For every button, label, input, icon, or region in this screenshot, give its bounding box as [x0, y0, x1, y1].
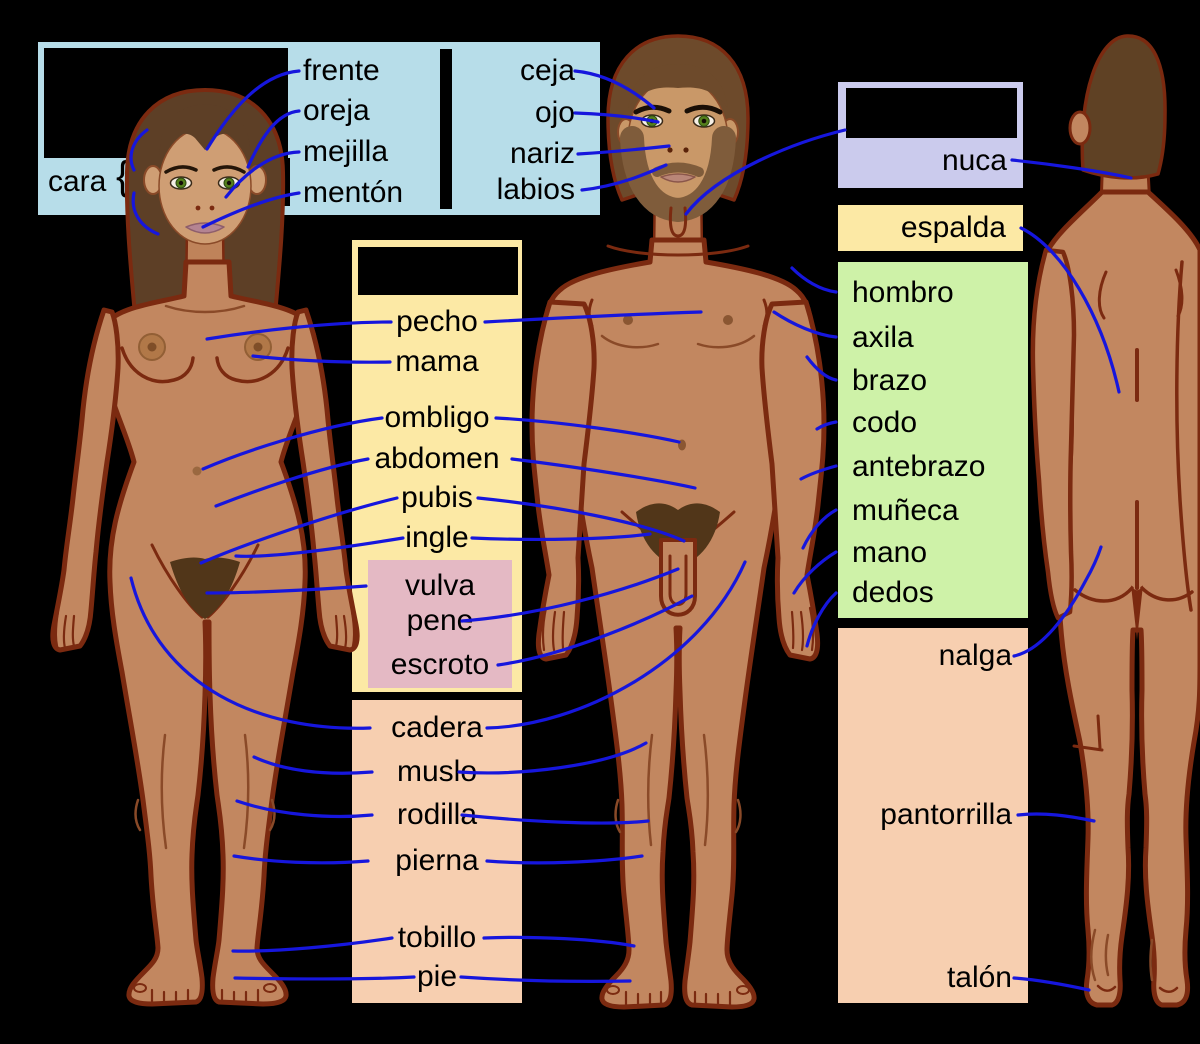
line-pantorrilla [1016, 812, 1096, 823]
label-labios: labios [496, 173, 575, 206]
nuca-box: nuca [838, 82, 1023, 188]
label-dedos: dedos [852, 576, 934, 609]
line-vulva [205, 584, 368, 595]
label-cadera: cadera [391, 711, 483, 744]
line-brazo [805, 355, 838, 382]
label-axila: axila [852, 321, 914, 354]
female-figure [50, 88, 360, 1007]
label-mano: mano [852, 536, 928, 569]
line-cadera-l [129, 576, 372, 730]
line-espalda [1019, 226, 1121, 394]
redacted-box [846, 88, 1017, 138]
label-hombro: hombro [852, 276, 954, 309]
line-pierna-l [232, 854, 370, 865]
genital-labels-box: vulva pene escroto [368, 560, 512, 688]
line-cuello [684, 128, 847, 216]
label-ingle: ingle [405, 521, 469, 554]
label-muslo: muslo [396, 755, 478, 788]
label-tobillo: tobillo [397, 921, 477, 954]
label-nuca: nuca [941, 144, 1007, 177]
label-cara: cara [48, 165, 107, 198]
face-labels-box: cara { frente oreja mejilla mentón ceja … [38, 42, 600, 215]
label-frente: frente [303, 54, 380, 87]
label-ombligo: ombligo [384, 401, 490, 434]
label-antebrazo: antebrazo [852, 450, 986, 483]
line-dedos [805, 591, 838, 648]
label-pantorrilla: pantorrilla [880, 798, 1012, 831]
label-talon: talón [946, 961, 1012, 994]
male-eyes [640, 114, 716, 128]
leg-labels-box: cadera muslo rodilla pierna tobillo pie [352, 700, 522, 1003]
label-mama: mama [395, 345, 479, 378]
label-pene: pene [406, 604, 474, 637]
label-muneca: muñeca [852, 494, 959, 527]
label-vulva: vulva [404, 569, 476, 602]
line-hombro [790, 266, 838, 294]
label-ojo: ojo [534, 96, 575, 129]
line-abdomen-l [214, 457, 370, 508]
label-mejilla: mejilla [303, 135, 389, 168]
label-espalda: espalda [900, 211, 1006, 244]
line-mano [792, 550, 838, 595]
redacted-box [358, 247, 518, 295]
line-nuca [1010, 158, 1133, 180]
label-pecho: pecho [396, 305, 478, 338]
label-pie: pie [416, 960, 458, 993]
espalda-box: espalda [838, 205, 1023, 251]
label-oreja: oreja [303, 94, 370, 127]
line-muneca [801, 508, 838, 550]
line-abdomen-r [510, 457, 697, 490]
label-rodilla: rodilla [396, 798, 478, 831]
label-brazo: brazo [852, 364, 928, 397]
line-axila [772, 310, 838, 339]
cara-brace: { [116, 154, 130, 198]
label-pierna: pierna [395, 844, 479, 877]
line-codo [815, 420, 838, 431]
column-divider [440, 49, 452, 209]
line-ombligo-r [494, 416, 681, 444]
line-cadera-r [485, 560, 747, 730]
label-nariz: nariz [509, 137, 575, 170]
arm-labels-box: hombro axila brazo codo antebrazo muñeca… [838, 262, 1028, 618]
back-labels-box: nalga pantorrilla talón [838, 628, 1028, 1003]
line-antebrazo [799, 464, 838, 481]
line-escroto [496, 594, 694, 667]
male-back-figure [1030, 34, 1200, 1008]
label-pubis: pubis [401, 481, 473, 514]
label-menton: mentón [303, 176, 404, 209]
label-nalga: nalga [938, 639, 1012, 672]
label-escroto: escroto [390, 648, 490, 681]
label-ceja: ceja [519, 54, 575, 87]
label-codo: codo [852, 406, 918, 439]
label-abdomen: abdomen [374, 442, 500, 475]
redacted-box [44, 48, 288, 158]
redacted-box [128, 158, 290, 206]
